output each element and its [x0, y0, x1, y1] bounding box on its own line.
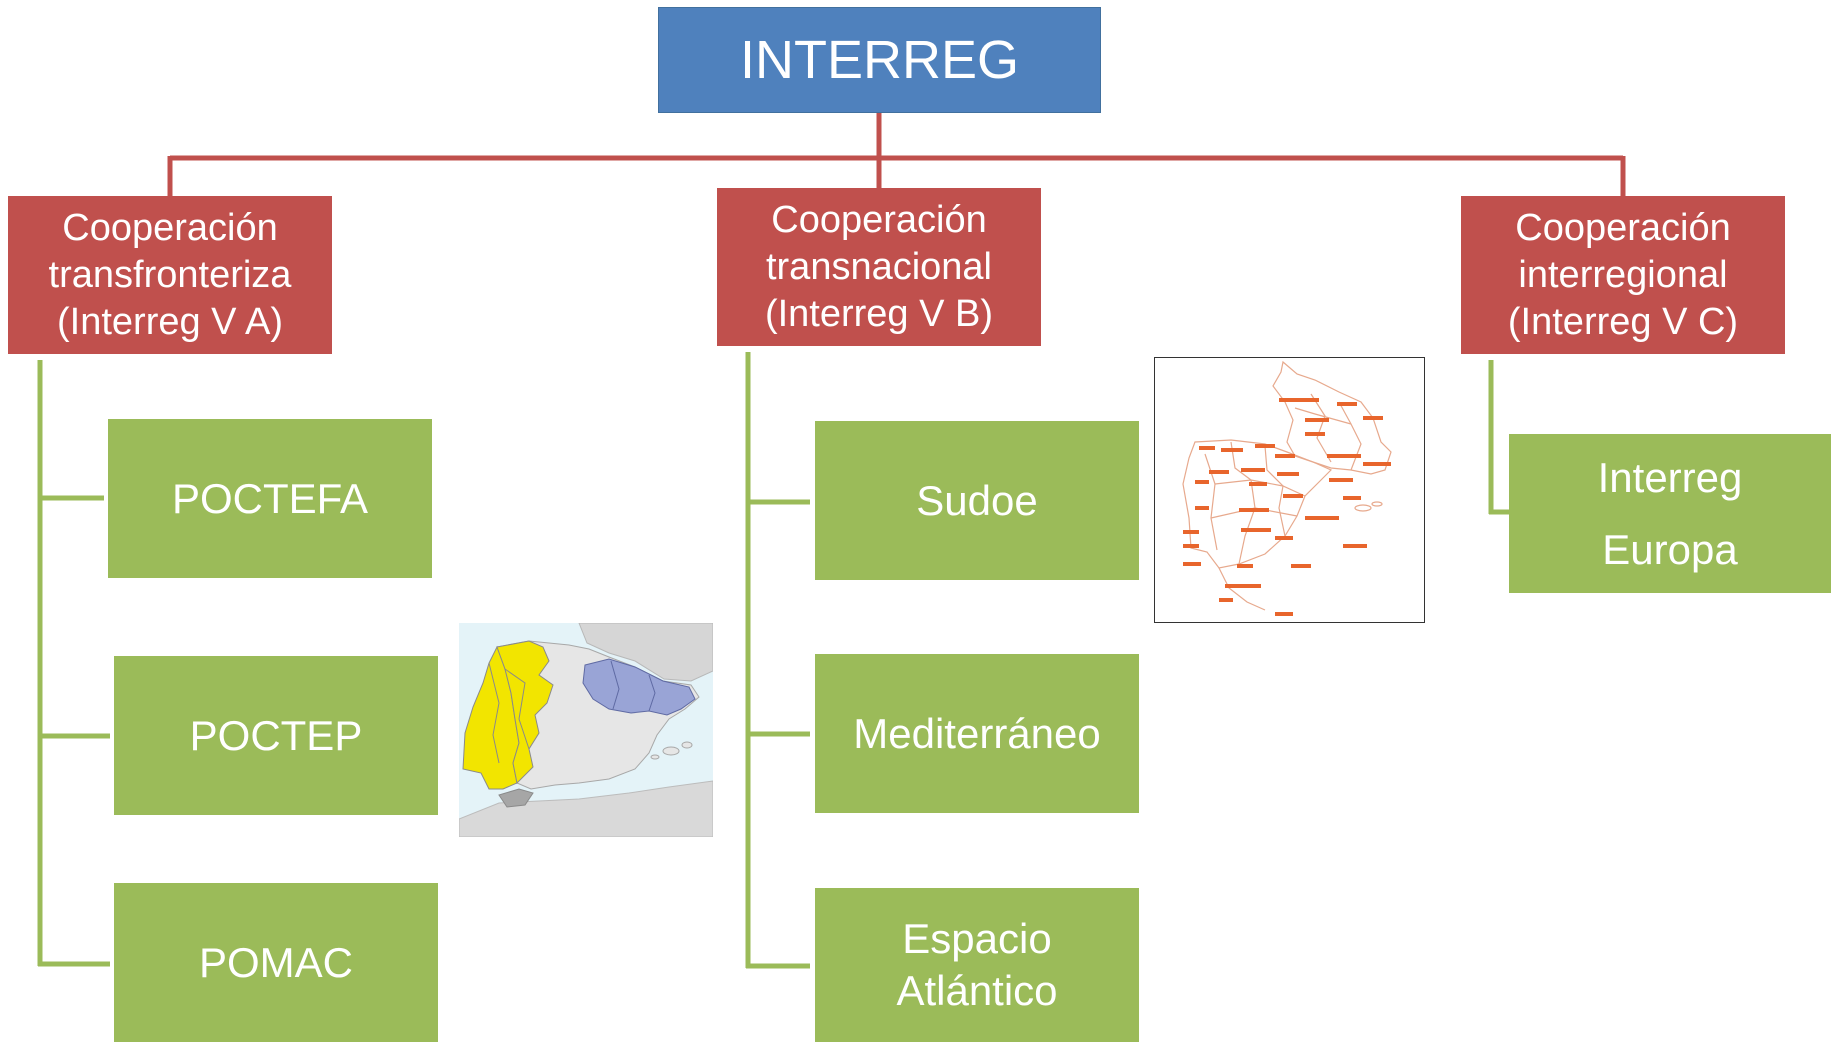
category-line: (Interreg V B)	[764, 292, 994, 335]
category-cooperacion-transnacional: Cooperación transnacional (Interreg V B)	[717, 188, 1041, 346]
program-mediterraneo: Mediterráneo	[815, 654, 1139, 813]
category-line: Cooperación	[62, 206, 278, 249]
category-line: transfronteriza	[48, 253, 292, 296]
program-label: Sudoe	[916, 476, 1038, 524]
category-line: transnacional	[765, 245, 993, 288]
program-label: POMAC	[198, 938, 353, 986]
category-line: interregional	[1518, 253, 1728, 296]
category-line: (Interreg V A)	[57, 300, 283, 343]
program-poctefa: POCTEFA	[108, 419, 432, 578]
program-sudoe: Sudoe	[815, 421, 1139, 580]
program-label: Mediterráneo	[853, 709, 1101, 757]
category-cooperacion-transfronteriza: Cooperación transfronteriza (Interreg V …	[8, 196, 332, 354]
category-line: (Interreg V C)	[1507, 300, 1739, 343]
program-label-line: Atlántico	[896, 967, 1058, 1014]
program-label-line: Interreg	[1597, 453, 1743, 501]
category-line: Cooperación	[771, 198, 987, 241]
iberia-cross-border-map	[459, 623, 713, 837]
sudoe-regions-map	[1154, 357, 1425, 623]
program-espacio-atlantico: Espacio Atlántico	[815, 888, 1139, 1042]
category-line: Cooperación	[1515, 206, 1731, 249]
program-label: POCTEP	[189, 711, 363, 759]
category-cooperacion-interregional: Cooperación interregional (Interreg V C)	[1461, 196, 1785, 354]
root-node-interreg: INTERREG	[658, 7, 1101, 113]
program-label-line: Espacio	[902, 915, 1052, 962]
program-poctep: POCTEP	[114, 656, 438, 815]
program-label: POCTEFA	[171, 474, 369, 522]
root-label: INTERREG	[739, 30, 1020, 90]
program-interreg-europa: Interreg Europa	[1509, 434, 1831, 593]
program-pomac: POMAC	[114, 883, 438, 1042]
program-label-line: Europa	[1602, 525, 1738, 573]
